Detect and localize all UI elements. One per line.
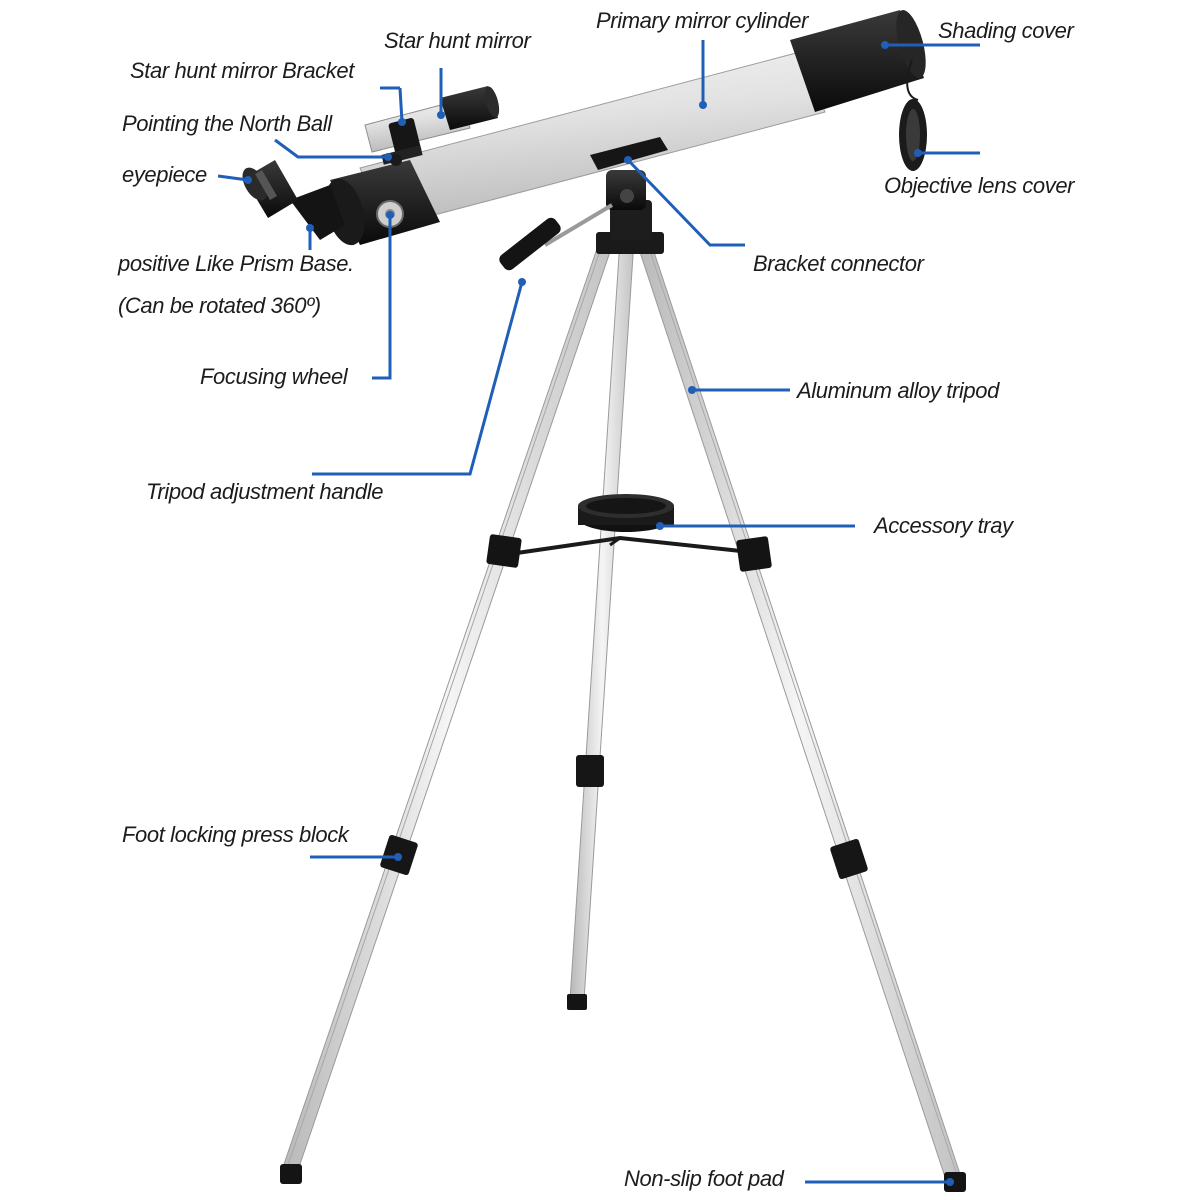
label-primary-mirror-cylinder: Primary mirror cylinder [596,8,809,33]
pointing-north-ball [390,154,402,166]
prism-base [290,185,345,240]
non-slip-foot-pad-right [944,1172,966,1192]
label-non-slip-foot-pad: Non-slip foot pad [624,1166,784,1191]
label-prism-base-line2: (Can be rotated 360º) [118,293,321,318]
non-slip-foot-pad-back [567,994,587,1010]
shading-cover [790,10,924,112]
label-prism-base-line1: positive Like Prism Base. [118,251,354,276]
label-star-hunt-mirror-bracket: Star hunt mirror Bracket [130,58,354,83]
label-aluminum-alloy-tripod: Aluminum alloy tripod [797,378,999,403]
label-foot-locking-press-block: Foot locking press block [122,822,349,847]
back-leg-clamp [576,755,604,787]
label-bracket-connector: Bracket connector [753,251,924,276]
tripod-leg-back [569,239,635,1001]
label-focusing-wheel: Focusing wheel [200,364,348,389]
accessory-tray-spreader [486,534,772,572]
leader-lines [217,40,980,1186]
non-slip-foot-pad-left [280,1164,302,1184]
label-tripod-adjustment-handle: Tripod adjustment handle [146,479,384,504]
label-accessory-tray: Accessory tray [874,513,1013,538]
telescope-tube-assembly [242,10,927,246]
tripod-adjustment-handle [499,203,614,271]
label-eyepiece: eyepiece [122,162,207,187]
foot-locking-press-block-right [830,838,868,880]
label-pointing-north-ball: Pointing the North Ball [122,111,332,136]
label-star-hunt-mirror: Star hunt mirror [384,28,531,53]
label-shading-cover: Shading cover [938,18,1074,43]
label-objective-lens-cover: Objective lens cover [884,173,1075,198]
accessory-tray [578,494,674,532]
